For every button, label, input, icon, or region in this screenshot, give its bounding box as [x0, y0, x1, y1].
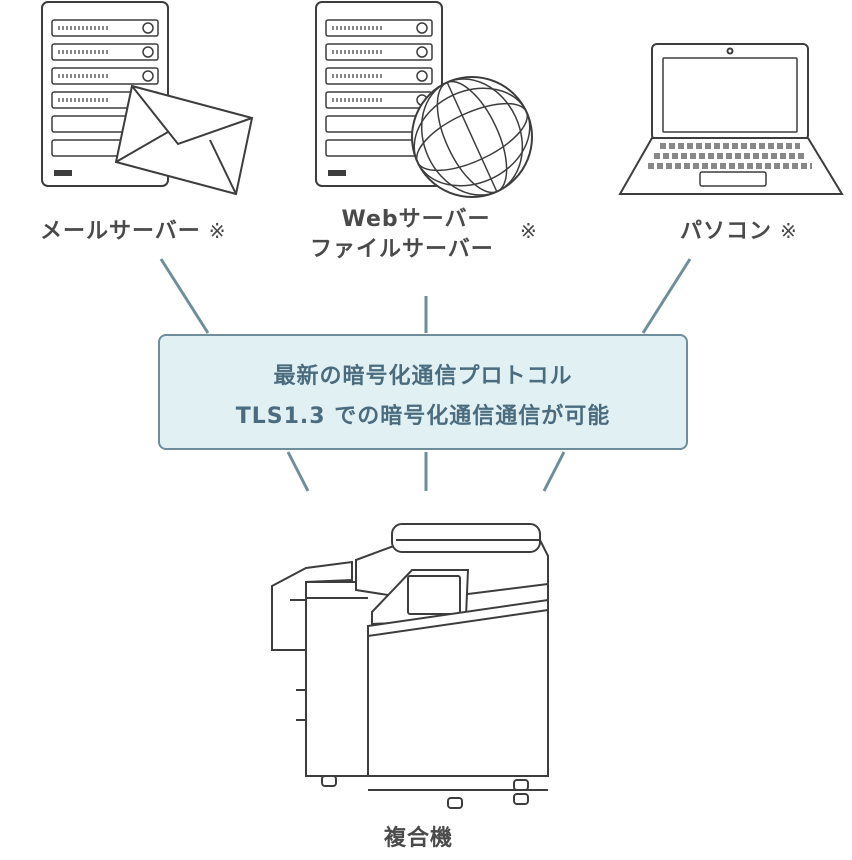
connector-pc-to-box [641, 258, 692, 334]
pc-label-text: パソコン [680, 219, 773, 244]
pc-note: ※ [780, 219, 798, 243]
web-server-label-line2: ファイルサーバー [310, 237, 494, 262]
server-rack-icon [315, 1, 443, 187]
web-server-label: Webサーバー ファイルサーバー [310, 207, 502, 261]
web-server-note: ※ [520, 219, 538, 243]
mail-server-label-text: メールサーバー [40, 219, 201, 244]
connector-box-to-mfp-left [286, 451, 310, 492]
center-message-box: 最新の暗号化通信プロトコル TLS1.3 での暗号化通信通信が可能 [158, 334, 688, 450]
center-message-line1: 最新の暗号化通信プロトコル [273, 364, 573, 389]
mfp-label: 複合機 [384, 826, 454, 851]
pc-label: パソコン ※ [680, 221, 798, 243]
connector-box-to-mfp-right [542, 451, 566, 492]
mail-server-label: メールサーバー ※ [40, 221, 227, 243]
multifunction-printer-icon [271, 523, 549, 809]
globe-icon [411, 76, 533, 198]
envelope-icon [114, 84, 254, 196]
mail-server-note: ※ [208, 219, 227, 243]
connector-lines [159, 258, 692, 492]
center-message-line2: TLS1.3 での暗号化通信通信が可能 [235, 404, 611, 429]
connector-mail-to-box [159, 258, 210, 334]
laptop-icon [618, 43, 844, 195]
web-server-label-line1: Webサーバー [341, 207, 491, 232]
